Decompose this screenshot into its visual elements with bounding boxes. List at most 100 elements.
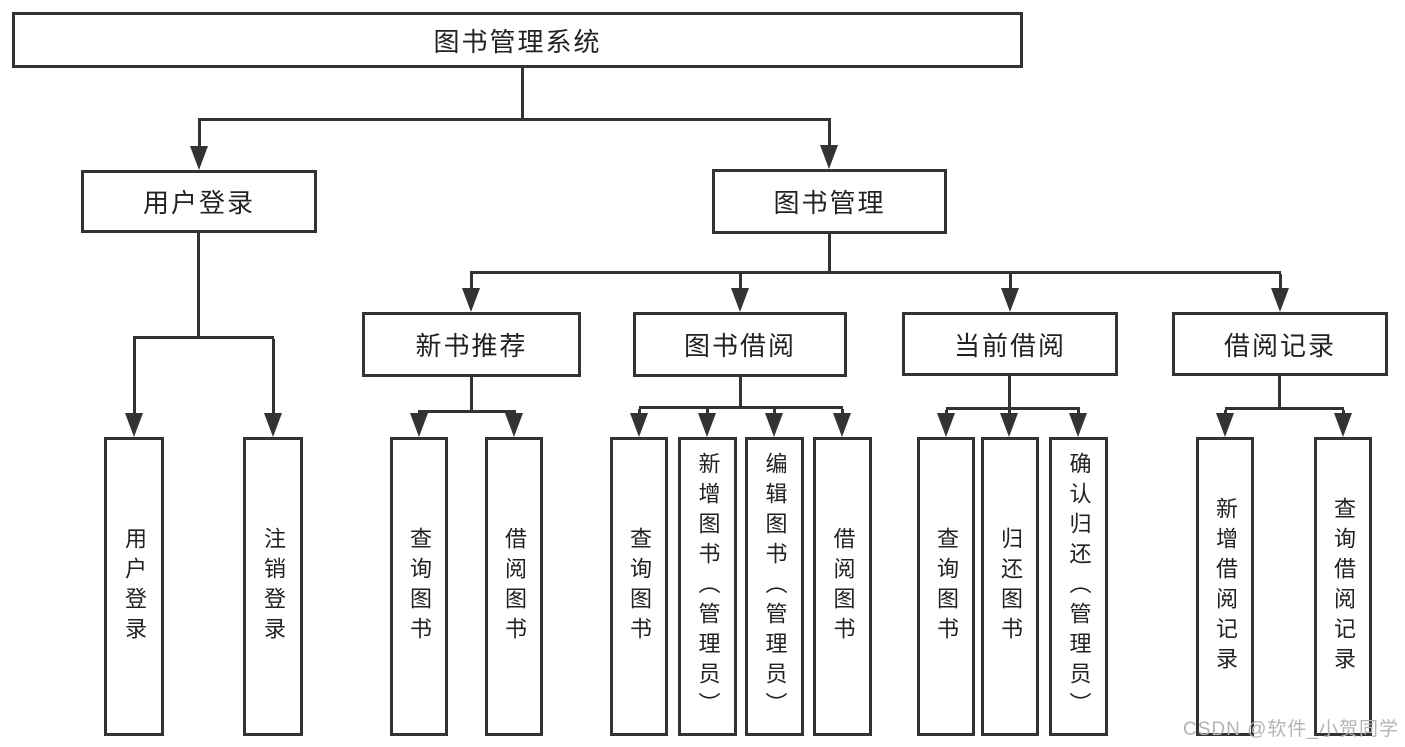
connector-current-borrow-bar [946,407,1080,410]
leaf-add-borrow-record: 新增借阅记录 [1196,437,1254,736]
node-library-management-system: 图书管理系统 [12,12,1023,68]
connector-drop-query1 [410,413,428,437]
connector-user-login-bar [133,336,274,339]
connector-borrow-record-bar [1225,407,1344,410]
connector-line [132,339,136,421]
arrow-down-icon [410,413,428,437]
leaf-query-books-2: 查询图书 [610,437,668,736]
node-borrowing-records-label: 借阅记录 [1223,330,1336,361]
node-new-book-recommendation-label: 新书推荐 [415,331,528,361]
leaf-add-book-admin: 新增图书（管理员） [678,437,737,736]
leaf-add-book-admin-label: 新增图书（管理员） [695,451,721,722]
connector-drop-query-record [1334,410,1352,437]
arrow-down-icon [698,413,716,437]
arrow-down-icon [630,413,648,437]
arrow-down-icon [765,413,783,437]
leaf-edit-book-admin-label: 编辑图书（管理员） [762,451,788,722]
leaf-borrow-books-2: 借阅图书 [813,437,872,736]
node-book-borrowing-label: 图书借阅 [683,331,796,361]
connector-book-management-stem [828,234,831,273]
node-library-management-system-label: 图书管理系统 [433,26,602,57]
leaf-user-login-label: 用户登录 [122,526,147,647]
leaf-user-login: 用户登录 [104,437,164,736]
connector-line [469,274,473,296]
connector-user-login-stem [197,233,200,338]
arrow-down-icon [1069,413,1087,437]
connector-book-borrow-stem [739,377,742,408]
arrow-down-icon [462,288,480,312]
leaf-logout-label: 注销登录 [261,526,286,647]
arrow-down-icon [833,413,851,437]
leaf-return-book: 归还图书 [981,437,1039,736]
connector-drop-book-management [820,121,838,169]
leaf-add-borrow-record-label: 新增借阅记录 [1213,496,1238,677]
leaf-confirm-return-admin: 确认归还（管理员） [1049,437,1108,736]
connector-drop-add-book [698,409,716,437]
connector-line [197,121,201,154]
node-current-borrowing: 当前借阅 [902,312,1118,376]
node-user-login-label: 用户登录 [142,188,255,218]
connector-drop-edit-book [765,409,783,437]
connector-drop-current-borrow [1001,274,1019,312]
leaf-logout: 注销登录 [243,437,303,736]
connector-book-borrow-bar [639,406,843,409]
connector-drop-new-book [462,274,480,312]
connector-drop-borrow1 [505,413,523,437]
connector-drop-book-borrow [731,274,749,312]
leaf-query-books-3: 查询图书 [917,437,975,736]
connector-drop-confirm-return [1069,410,1087,437]
connector-line [1278,274,1282,296]
connector-drop-borrow-record [1271,274,1289,312]
leaf-borrow-books-1-label: 借阅图书 [502,526,527,647]
leaf-borrow-books-2-label: 借阅图书 [830,526,856,647]
arrow-down-icon [1000,413,1018,437]
arrow-down-icon [1216,413,1234,437]
connector-line [271,339,275,421]
connector-drop-return-book [1000,410,1018,437]
leaf-edit-book-admin: 编辑图书（管理员） [745,437,804,736]
connector-current-borrow-stem [1008,376,1011,409]
connector-line [1008,274,1012,296]
node-borrowing-records: 借阅记录 [1172,312,1388,376]
connector-level1-bar [198,118,831,121]
connector-line [827,121,831,153]
arrow-down-icon [820,145,838,169]
csdn-watermark: CSDN @软件_小贺同学 [1183,719,1399,740]
arrow-down-icon [190,146,208,170]
connector-drop-leaf-logout [264,339,282,437]
leaf-query-books-1: 查询图书 [390,437,448,736]
node-current-borrowing-label: 当前借阅 [953,330,1066,361]
arrow-down-icon [1334,413,1352,437]
connector-line [738,274,742,296]
connector-drop-add-record [1216,410,1234,437]
leaf-query-books-1-label: 查询图书 [407,526,432,647]
node-user-login: 用户登录 [81,170,317,233]
arrow-down-icon [264,413,282,437]
connector-book-management-bar [470,271,1281,274]
leaf-query-books-2-label: 查询图书 [627,526,652,647]
node-book-management: 图书管理 [712,169,947,234]
leaf-query-borrow-record-label: 查询借阅记录 [1331,496,1356,677]
node-book-borrowing: 图书借阅 [633,312,847,377]
arrow-down-icon [1001,288,1019,312]
leaf-confirm-return-admin-label: 确认归还（管理员） [1066,451,1092,722]
connector-new-book-bar [418,410,516,413]
connector-new-book-stem [470,377,473,412]
leaf-return-book-label: 归还图书 [998,526,1023,647]
arrow-down-icon [1271,288,1289,312]
connector-drop-query2 [630,409,648,437]
leaf-query-borrow-record: 查询借阅记录 [1314,437,1372,736]
connector-drop-query3 [937,410,955,437]
connector-borrow-record-stem [1278,376,1281,409]
arrow-down-icon [125,413,143,437]
connector-drop-leaf-login [125,339,143,437]
node-book-management-label: 图书管理 [773,188,886,218]
connector-drop-user-login [190,121,208,170]
leaf-borrow-books-1: 借阅图书 [485,437,543,736]
node-new-book-recommendation: 新书推荐 [362,312,581,377]
arrow-down-icon [505,413,523,437]
leaf-query-books-3-label: 查询图书 [934,526,959,647]
connector-root-stem [521,68,524,120]
arrow-down-icon [937,413,955,437]
